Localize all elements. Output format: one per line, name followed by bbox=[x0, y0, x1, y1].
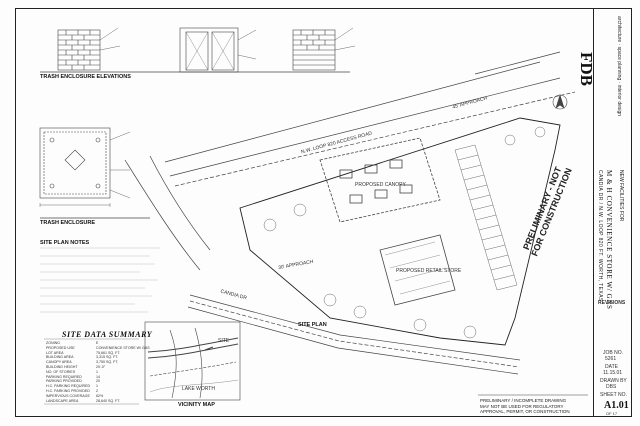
summary-row-label: H.C. PARKING PROVIDED bbox=[46, 389, 90, 393]
summary-row-label: ZONING bbox=[46, 341, 60, 345]
summary-row-label: BUILDING AREA bbox=[46, 355, 74, 360]
preliminary-note: PRELIMINARY / INCOMPLETE DRAWING MAY NOT… bbox=[480, 398, 570, 415]
vicinity-map-label: VICINITY MAP bbox=[178, 402, 215, 408]
summary-row-label: BUILDING HEIGHT bbox=[46, 365, 78, 369]
site-data-summary-title: SITE DATA SUMMARY bbox=[62, 330, 153, 339]
prelim-note-3: APPROVAL, PERMIT, OR CONSTRUCTION bbox=[480, 409, 570, 414]
summary-table-lines bbox=[44, 338, 139, 405]
summary-row-label: PARKING REQUIRED bbox=[46, 374, 82, 379]
drawn-by-value: DBS bbox=[606, 384, 617, 390]
sheet-number: A1.01 bbox=[604, 400, 629, 411]
vicinity-map bbox=[144, 321, 241, 401]
summary-row-value: 14 bbox=[96, 374, 100, 379]
sheet-border bbox=[15, 8, 632, 417]
candia-dr-lines bbox=[187, 294, 521, 375]
project-location: CANDIA DR / N.W. LOOP 820 FT. WORTH, TEX… bbox=[597, 170, 603, 302]
fuel-canopy bbox=[319, 137, 441, 223]
job-no-value: 5261 bbox=[605, 356, 617, 362]
notes-title: SITE PLAN NOTES bbox=[40, 240, 90, 246]
trash-enclosure-label: TRASH ENCLOSURE bbox=[40, 220, 96, 226]
elevation-left-wall bbox=[57, 29, 101, 71]
date-value: 11.15.01 bbox=[603, 370, 623, 376]
project-title: M & H CONVENIENCE STORE W/ GAS bbox=[605, 170, 613, 310]
lot-boundary bbox=[239, 117, 561, 346]
summary-row-label: PROPOSED USE bbox=[46, 345, 75, 350]
vicinity-site-label: SITE bbox=[218, 338, 230, 344]
site-plan-label: SITE PLAN bbox=[298, 322, 327, 328]
job-no-label: JOB NO. bbox=[603, 350, 624, 356]
sheet-no-label: SHEET NO. bbox=[600, 392, 627, 398]
north-arrow bbox=[552, 93, 568, 110]
notes-lines bbox=[40, 247, 160, 313]
trash-enclosure-plan bbox=[39, 127, 131, 207]
summary-row-value: 75,661 SQ. FT. bbox=[96, 350, 121, 355]
summary-row-value: 20 bbox=[96, 379, 100, 384]
summary-row-value: 62% bbox=[96, 393, 104, 398]
sheet-of: OF 17 bbox=[606, 411, 618, 416]
parking-stalls bbox=[454, 144, 518, 291]
access-road-lines bbox=[164, 51, 576, 187]
summary-row-value: 20'-0" bbox=[96, 365, 106, 369]
landscape-trees bbox=[263, 126, 546, 339]
elevation-gate bbox=[179, 27, 239, 73]
summary-row-value: 3,315 SQ. FT. bbox=[96, 355, 119, 360]
prelim-note-2: MAY NOT BE USED FOR REGULATORY bbox=[480, 403, 564, 409]
summary-row-label: LOT AREA bbox=[46, 350, 64, 355]
summary-row-value: E bbox=[96, 341, 99, 345]
elevation-right-wall bbox=[292, 29, 336, 71]
firm-tagline: architecture · space planning · interior… bbox=[616, 16, 622, 117]
summary-row-value: 3,750 SQ. FT. bbox=[96, 360, 119, 365]
summary-row-value: 1 bbox=[96, 384, 98, 389]
title-block bbox=[593, 8, 632, 417]
lake-worth-label: LAKE WORTH bbox=[182, 386, 215, 392]
summary-row-label: H.C. PARKING REQUIRED bbox=[46, 384, 91, 389]
summary-row-label: CANOPY AREA bbox=[46, 360, 72, 365]
canopy-label: PROPOSED CANOPY bbox=[355, 182, 406, 188]
retail-building bbox=[379, 234, 456, 306]
revisions-label: REVISIONS bbox=[598, 300, 626, 306]
summary-row-label: PARKING PROVIDED bbox=[46, 379, 82, 384]
project-kicker: NEW FACILITIES FOR bbox=[618, 170, 624, 222]
summary-row-value: CONVENIENCE STORE W/ GAS bbox=[96, 345, 150, 350]
trash-elevations-label: TRASH ENCLOSURE ELEVATIONS bbox=[40, 74, 131, 80]
drawn-by-label: DRAWN BY bbox=[600, 378, 627, 384]
highway-ramp bbox=[124, 155, 211, 271]
summary-row-value: 2 bbox=[96, 389, 98, 393]
date-label: DATE bbox=[605, 364, 618, 370]
summary-row-label: NO. OF STORIES bbox=[46, 369, 76, 374]
summary-row-value: 28,640 SQ. FT. bbox=[96, 398, 121, 403]
summary-row-label: LANDSCAPE AREA bbox=[46, 398, 79, 403]
firm-logo: FDB bbox=[577, 52, 596, 86]
summary-row-value: 1 bbox=[96, 369, 98, 374]
prelim-note-1: PRELIMINARY / INCOMPLETE DRAWING bbox=[480, 398, 567, 403]
retail-store-label: PROPOSED RETAIL STORE bbox=[396, 268, 462, 274]
summary-row-label: IMPERVIOUS COVERAGE bbox=[46, 393, 90, 398]
